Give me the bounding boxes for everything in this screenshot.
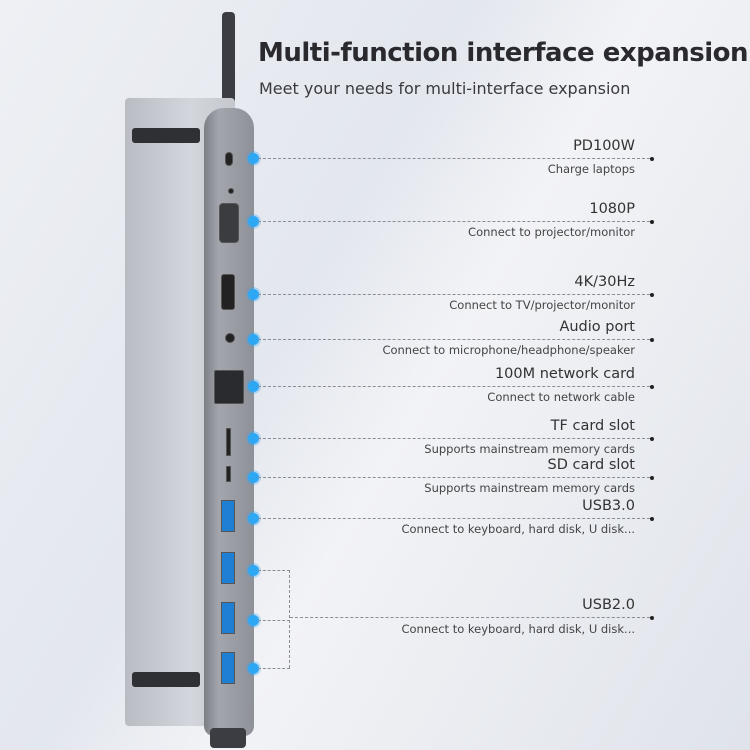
- callout-dot-icon: [248, 289, 259, 300]
- callout-end-dot-icon: [650, 157, 654, 161]
- callout-line: [258, 386, 650, 387]
- subheadline: Meet your needs for multi-interface expa…: [259, 79, 631, 98]
- usb3-port-icon: [221, 500, 235, 532]
- hub-cable: [222, 12, 235, 122]
- sd-slot-icon: [226, 466, 231, 482]
- callout-line: [258, 668, 290, 669]
- callout-dot-icon: [248, 153, 259, 164]
- port-label: USB3.0: [582, 498, 635, 514]
- callout-dot-icon: [248, 216, 259, 227]
- callout-end-dot-icon: [650, 476, 654, 480]
- port-description: Connect to network cable: [487, 390, 635, 404]
- tf-slot-icon: [226, 428, 231, 456]
- callout-line: [258, 620, 290, 621]
- callout-end-dot-icon: [650, 616, 654, 620]
- port-label: Audio port: [559, 319, 635, 335]
- hub-base: [210, 728, 246, 748]
- callout-end-dot-icon: [650, 517, 654, 521]
- callout-bracket: [289, 570, 290, 668]
- port-label: USB2.0: [582, 597, 635, 613]
- port-label: 1080P: [589, 201, 635, 217]
- usb2-port-icon: [221, 652, 235, 684]
- port-label: PD100W: [573, 138, 635, 154]
- port-description: Charge laptops: [547, 162, 635, 176]
- hdmi-port-icon: [221, 274, 235, 310]
- callout-line: [258, 438, 650, 439]
- port-description: Connect to TV/projector/monitor: [449, 298, 635, 312]
- headline: Multi-function interface expansion: [258, 38, 749, 68]
- port-label: TF card slot: [550, 418, 635, 434]
- port-description: Supports mainstream memory cards: [424, 481, 635, 495]
- callout-line: [258, 477, 650, 478]
- port-label: 100M network card: [494, 366, 635, 382]
- callout-end-dot-icon: [650, 338, 654, 342]
- callout-dot-icon: [248, 381, 259, 392]
- callout-line: [290, 617, 650, 618]
- vga-port-icon: [219, 203, 239, 243]
- callout-line: [258, 570, 290, 571]
- callout-dot-icon: [248, 513, 259, 524]
- usb2-port-icon: [221, 602, 235, 634]
- callout-line: [258, 158, 650, 159]
- callout-dot-icon: [248, 565, 259, 576]
- callout-dot-icon: [248, 615, 259, 626]
- callout-dot-icon: [248, 334, 259, 345]
- port-description: Supports mainstream memory cards: [424, 442, 635, 456]
- ethernet-port-icon: [214, 370, 244, 404]
- callout-line: [258, 518, 650, 519]
- port-label: 4K/30Hz: [574, 274, 635, 290]
- port-description: Connect to microphone/headphone/speaker: [382, 343, 635, 357]
- audio-jack-icon: [225, 333, 235, 343]
- callout-end-dot-icon: [650, 385, 654, 389]
- callout-dot-icon: [248, 663, 259, 674]
- led-indicator-icon: [228, 188, 234, 194]
- port-description: Connect to projector/monitor: [468, 225, 635, 239]
- rubber-foot: [132, 672, 200, 687]
- callout-end-dot-icon: [650, 293, 654, 297]
- callout-line: [258, 221, 650, 222]
- port-description: Connect to keyboard, hard disk, U disk..…: [401, 622, 635, 636]
- callout-line: [258, 339, 650, 340]
- port-description: Connect to keyboard, hard disk, U disk..…: [401, 522, 635, 536]
- usb-c-port-icon: [225, 152, 233, 166]
- callout-dot-icon: [248, 433, 259, 444]
- callout-end-dot-icon: [650, 220, 654, 224]
- rubber-foot: [132, 128, 200, 143]
- callout-end-dot-icon: [650, 437, 654, 441]
- callout-line: [258, 294, 650, 295]
- callout-dot-icon: [248, 472, 259, 483]
- port-label: SD card slot: [547, 457, 636, 473]
- usb2-port-icon: [221, 552, 235, 584]
